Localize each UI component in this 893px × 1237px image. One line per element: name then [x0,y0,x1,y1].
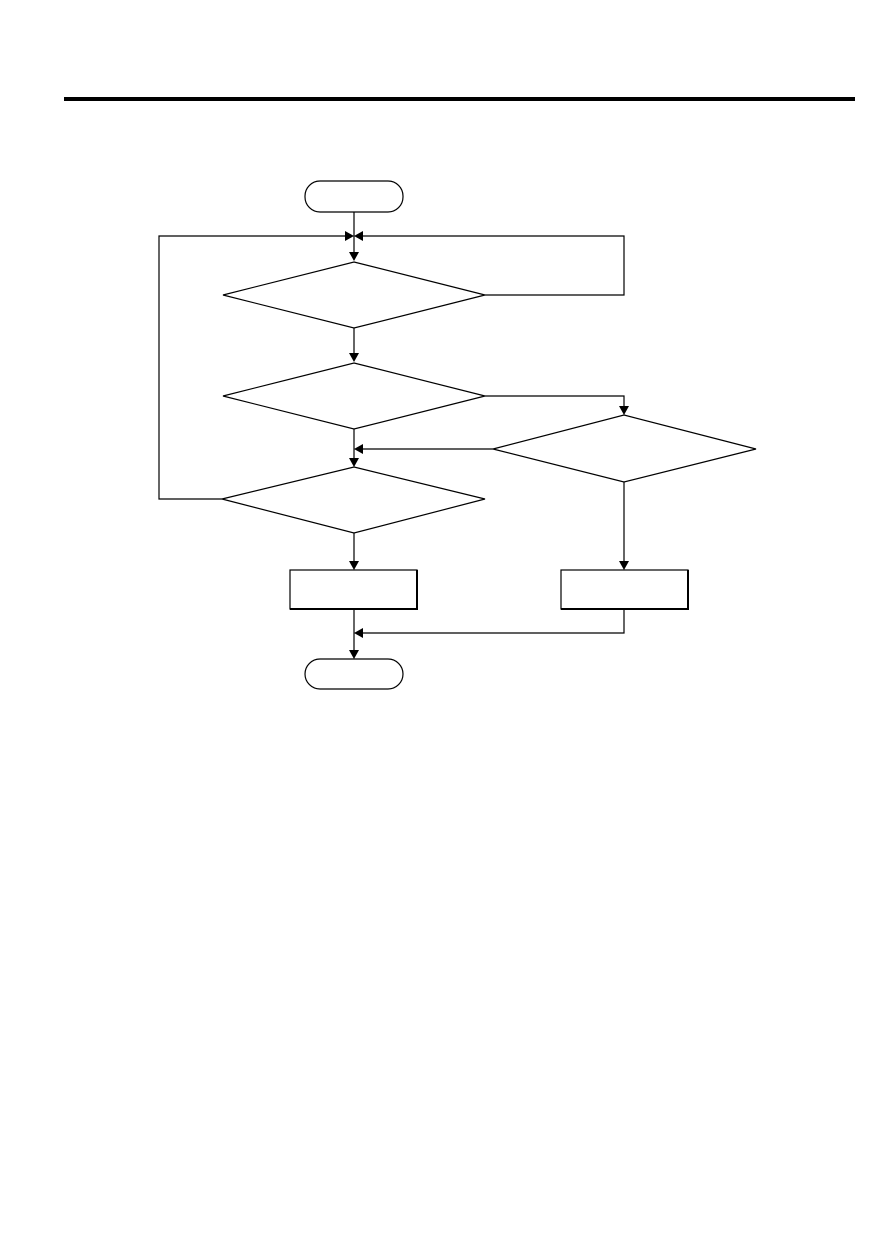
decision-1 [222,261,486,329]
connector-loop-left [158,235,345,500]
decision-2 [222,362,486,430]
header-rule [64,97,855,101]
arrowhead [619,406,629,415]
arrowhead [354,231,363,241]
connector-d2-to-d3 [485,395,625,406]
arrowhead [619,561,629,570]
connector-loop-right [363,235,625,296]
arrowhead [349,650,359,659]
decision-3 [492,414,757,483]
arrowhead [354,628,363,638]
end-terminal [304,658,404,690]
arrowhead [349,252,359,261]
process-left [289,569,418,610]
decision-4 [221,466,486,534]
start-terminal [304,180,404,213]
arrowhead [354,444,363,454]
arrowhead [349,561,359,570]
arrowhead [349,353,359,362]
connector-process-right-to-main [363,609,625,634]
process-right [560,569,689,610]
arrowhead [345,231,354,241]
arrowhead [349,458,359,467]
